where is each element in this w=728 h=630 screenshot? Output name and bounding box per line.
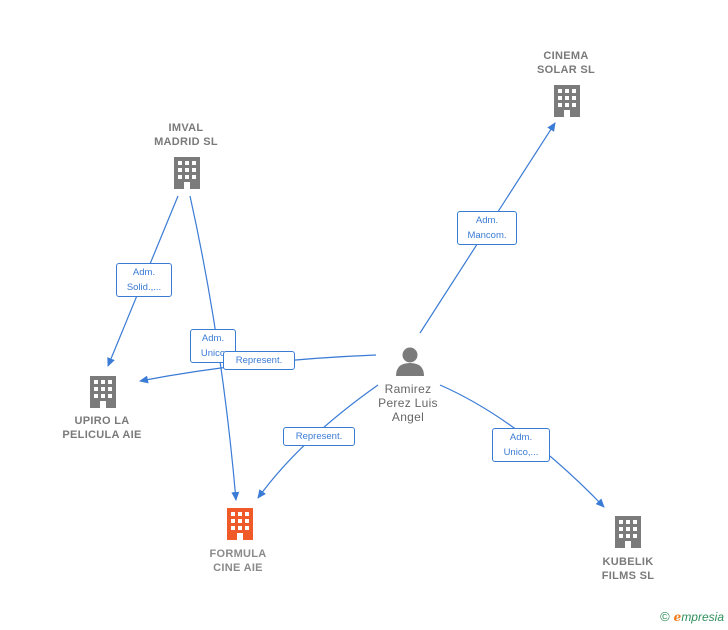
edge-label-adm-mancom[interactable]: Adm. Mancom. — [457, 211, 517, 245]
cinema-solar-building-icon[interactable] — [554, 85, 580, 117]
brand-initial: e — [673, 609, 682, 624]
person-icon[interactable] — [396, 347, 424, 377]
edge-label-represent-upiro[interactable]: Represent. — [223, 351, 295, 370]
brand-name: mpresia — [681, 609, 724, 624]
edge-label-represent-formula[interactable]: Represent. — [283, 427, 355, 446]
imval-madrid-building-icon[interactable] — [174, 157, 200, 189]
imval-madrid-label[interactable]: IMVAL MADRID SL — [154, 122, 218, 148]
cinema-solar-label[interactable]: CINEMA SOLAR SL — [536, 50, 595, 76]
kubelik-label[interactable]: KUBELIK FILMS SL — [601, 556, 655, 582]
upiro-building-icon[interactable] — [90, 376, 116, 408]
footer-brand: © empresia — [660, 609, 724, 624]
edge-label-adm-solid[interactable]: Adm. Solid.,... — [116, 263, 172, 297]
upiro-label[interactable]: UPIRO LA PELICULA AIE — [62, 415, 142, 441]
edge-label-adm-unico-kubelik[interactable]: Adm. Unico,... — [492, 428, 550, 462]
ramirez-label[interactable]: Ramirez Perez Luis Angel — [378, 382, 438, 424]
formula-cine-label[interactable]: FORMULA CINE AIE — [209, 548, 267, 574]
kubelik-building-icon[interactable] — [615, 516, 641, 548]
formula-cine-building-icon[interactable] — [227, 508, 253, 540]
copyright-symbol: © — [660, 609, 670, 624]
